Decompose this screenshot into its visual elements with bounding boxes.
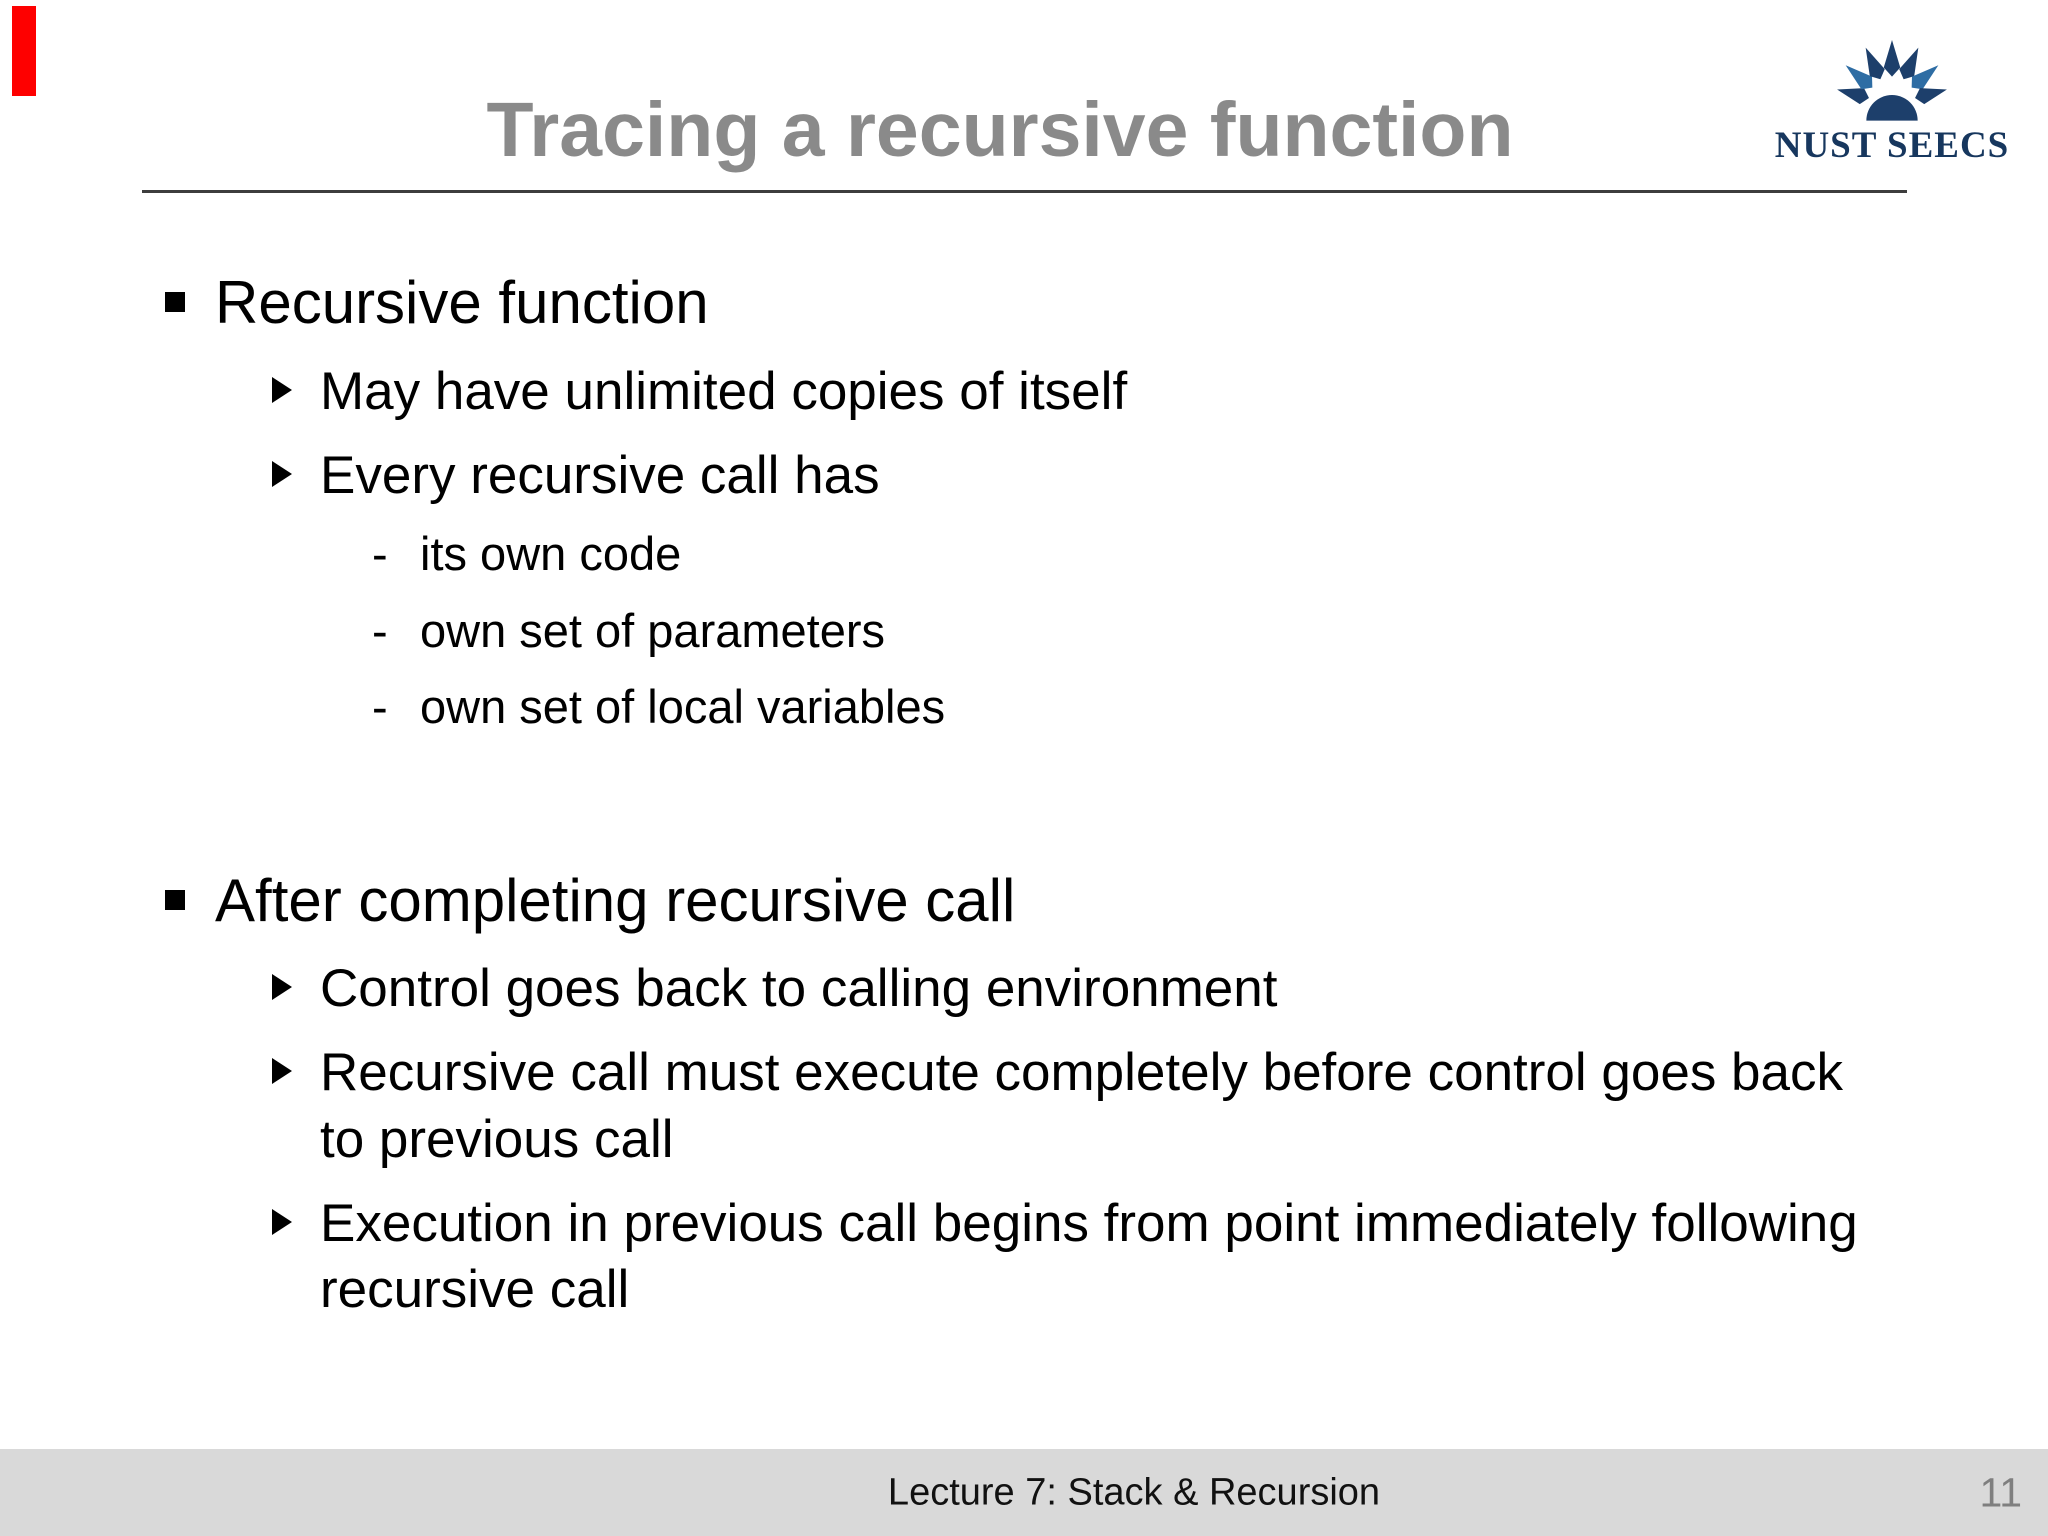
bullet-text: own set of local variables (420, 680, 946, 734)
bullet-item-level3: - its own code (372, 526, 1895, 582)
dash-bullet-icon: - (372, 527, 388, 581)
page-number: 11 (1979, 1469, 2022, 1515)
bullet-column (165, 866, 215, 910)
bullet-text: After completing recursive call (215, 866, 1016, 934)
triangle-bullet-icon (272, 1208, 292, 1235)
slide-title: Tracing a recursive function (486, 87, 1514, 173)
bullet-item-level2: Control goes back to calling environment (272, 956, 1895, 1023)
triangle-bullet-icon (272, 460, 292, 487)
dash-bullet-icon: - (372, 680, 388, 734)
bullet-text: Recursive call must execute completely b… (320, 1043, 1843, 1169)
bullet-item-level1: Recursive function (165, 268, 1895, 339)
title-underline (142, 190, 1907, 193)
footer-title: Lecture 7: Stack & Recursion (887, 1471, 1381, 1513)
dash-bullet-icon: - (372, 603, 388, 657)
footer-bar: Lecture 7: Stack & Recursion 11 (0, 1449, 2048, 1536)
bullet-column (272, 956, 320, 1001)
bullet-text: May have unlimited copies of itself (320, 361, 1128, 421)
slide-body: Recursive function May have unlimited co… (165, 268, 1895, 1341)
bullet-text: own set of parameters (420, 603, 885, 657)
bullet-column (272, 1191, 320, 1235)
logo-text: NUST SEECS (1774, 125, 2010, 166)
bullet-column (272, 443, 320, 487)
bullet-item-level2: Execution in previous call begins from p… (272, 1191, 1895, 1325)
bullet-column (272, 359, 320, 403)
triangle-bullet-icon (272, 1058, 292, 1085)
bullet-text: Recursive function (215, 269, 709, 336)
bullet-item-level3: - own set of local variables (372, 679, 1895, 735)
bullet-item-level2: Every recursive call has (272, 443, 1895, 510)
bullet-item-level3: - own set of parameters (372, 603, 1895, 659)
bullet-item-level2: May have unlimited copies of itself (272, 359, 1895, 426)
bullet-text: Every recursive call has (320, 445, 880, 505)
square-bullet-icon (165, 292, 185, 312)
bullet-text: its own code (420, 527, 682, 581)
triangle-bullet-icon (272, 376, 292, 403)
bullet-text: Control goes back to calling environment (320, 959, 1278, 1019)
bullet-column (272, 1040, 320, 1085)
bullet-item-level1: After completing recursive call (165, 866, 1895, 937)
bullet-text: Execution in previous call begins from p… (320, 1193, 1858, 1320)
sunburst-logo-icon (1837, 40, 1947, 121)
triangle-bullet-icon (272, 974, 292, 1001)
bullet-column (165, 268, 215, 312)
bullet-item-level2: Recursive call must execute completely b… (272, 1040, 1895, 1174)
square-bullet-icon (165, 889, 185, 910)
red-marker (12, 6, 36, 96)
nust-seecs-logo: NUST SEECS (1766, 40, 2018, 167)
